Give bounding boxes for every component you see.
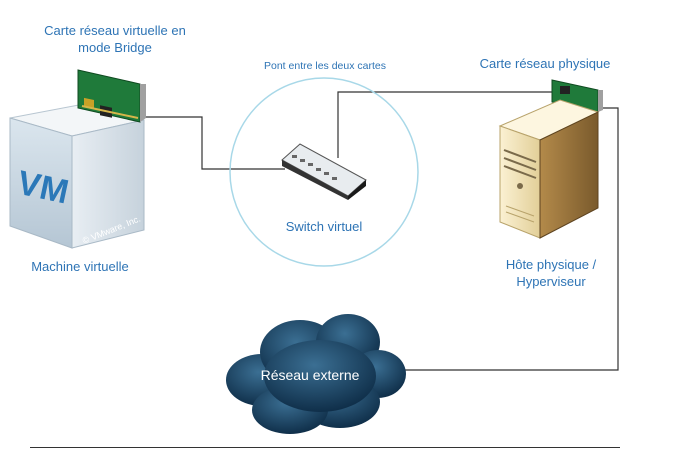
- virtual-switch-label: Switch virtuel: [285, 219, 363, 234]
- host-to-network-line: [390, 107, 619, 371]
- bottom-divider: [30, 447, 620, 448]
- switch-to-host-line: [337, 91, 568, 158]
- virtual-machine-icon: VM © VMware, Inc.: [9, 103, 145, 249]
- physical-nic-label: Carte réseau physique: [479, 56, 611, 71]
- virtual-nic-icon: [77, 69, 146, 123]
- virtual-machine-label: Machine virtuelle: [31, 259, 129, 274]
- host-server-icon: [498, 99, 600, 239]
- external-network-label: Réseau externe: [260, 367, 360, 383]
- external-network-cloud: [226, 314, 406, 434]
- virtual-nic-label: Carte réseau virtuelle en mode Bridge: [44, 23, 186, 55]
- bridge-circle: [229, 77, 419, 267]
- bridge-label: Pont entre les deux cartes: [264, 60, 386, 72]
- host-label: Hôte physique / Hyperviseur: [505, 257, 597, 289]
- connection-lines: [140, 91, 619, 371]
- vm-to-switch-line: [140, 116, 285, 170]
- virtual-switch-icon: [281, 143, 367, 200]
